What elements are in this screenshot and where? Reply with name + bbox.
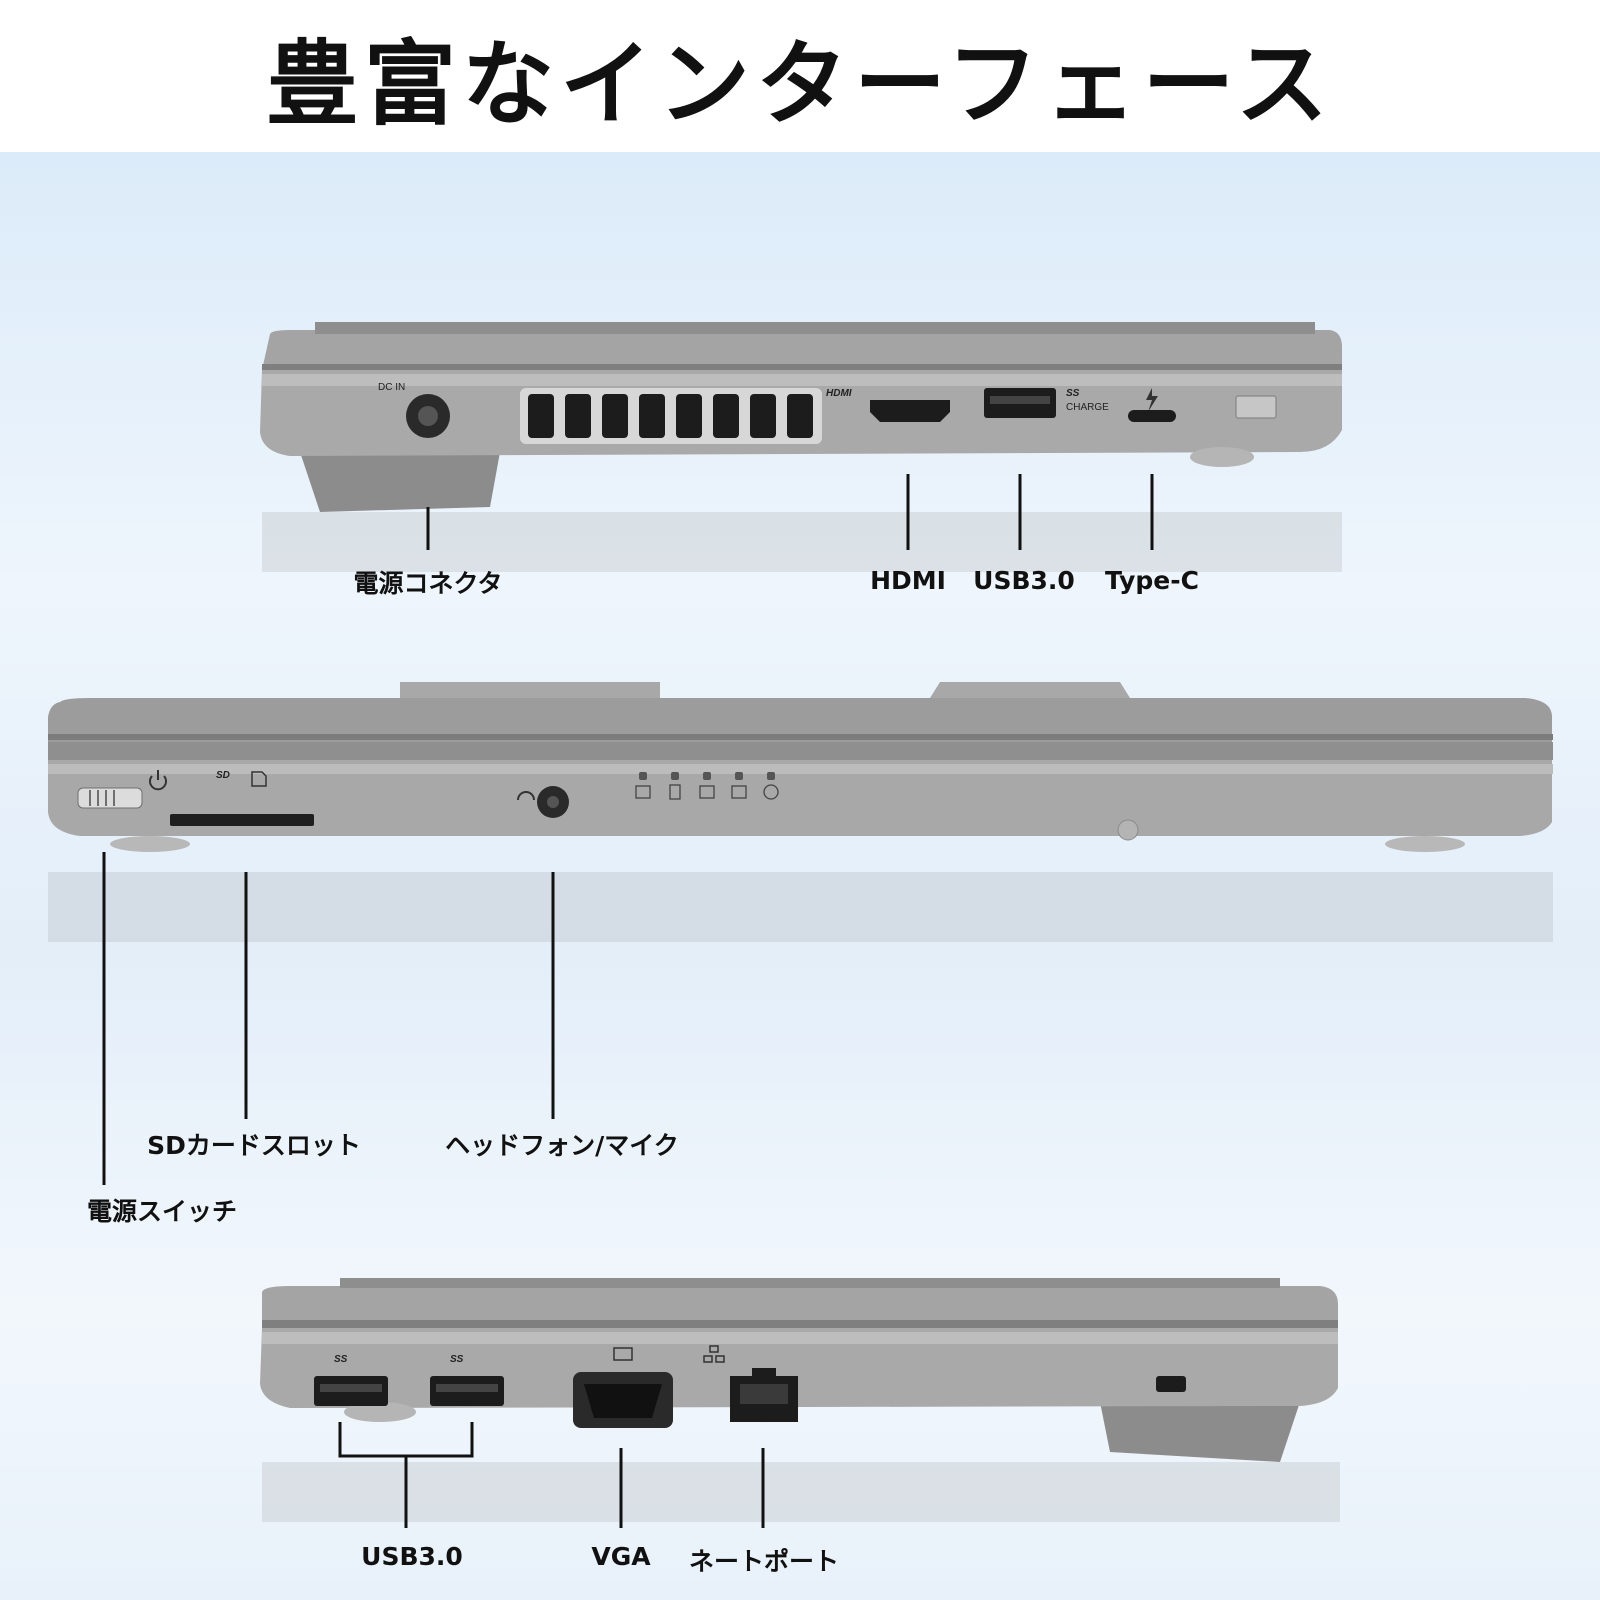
right-side-reflection [262, 512, 1342, 572]
num-lock-icon [731, 785, 747, 799]
usb-ss-logo-2: SS [450, 1354, 464, 1365]
front-laptop-illustration [48, 682, 1553, 1185]
vga-port-icon [584, 1384, 662, 1418]
network-icon [703, 1345, 725, 1363]
label-power-connector: 電源コネクタ [353, 569, 503, 598]
label-sd-slot: SDカードスロット [147, 1131, 361, 1160]
product-stage: DC IN HDMI SS CHARGE 電源コネクタ HDMI USB3.0 … [0, 152, 1600, 1600]
label-typec: Type-C [1105, 566, 1199, 595]
usb-ss-logo-text: SS [1066, 388, 1080, 399]
label-vga: VGA [591, 1542, 651, 1571]
dc-in-text: DC IN [378, 382, 406, 393]
right-side-laptop-illustration [260, 322, 1342, 572]
header: 豊富なインターフェース [0, 0, 1600, 152]
usb-charge-text: CHARGE [1066, 402, 1109, 413]
thunderbolt-icon [1146, 388, 1158, 412]
left-side-view: SS SS USB3.0 VGA ネートポート [0, 1252, 1600, 1600]
led-indicators [639, 772, 775, 780]
usb-port-icon [430, 1376, 504, 1406]
sd-logo-text: SD [216, 770, 230, 781]
label-headphone: ヘッドフォン/マイク [445, 1131, 679, 1160]
sd-card-slot-icon [170, 814, 314, 826]
label-hdmi: HDMI [870, 566, 946, 595]
left-side-laptop-illustration [260, 1278, 1340, 1528]
label-power-switch: 電源スイッチ [86, 1197, 238, 1226]
headphone-icon [517, 791, 535, 801]
usb-port-icon [314, 1376, 388, 1406]
usb-c-port-icon [1128, 410, 1176, 422]
label-lan-port: ネートポート [688, 1547, 840, 1576]
right-side-view: DC IN HDMI SS CHARGE 電源コネクタ HDMI USB3.0 … [0, 152, 1600, 612]
label-usb-bottom: USB3.0 [361, 1542, 463, 1571]
hdmi-port-icon [870, 400, 950, 422]
caps-lock-icon [699, 785, 715, 799]
front-view: SD SDカードスロット ヘッドフォン/マイク 電源スイッチ [0, 672, 1600, 1232]
hdmi-logo-text: HDMI [826, 388, 852, 399]
left-side-reflection [262, 1462, 1340, 1522]
sd-card-icon [251, 771, 267, 787]
power-icon [149, 770, 167, 791]
usb-ss-logo-1: SS [334, 1354, 348, 1365]
front-reflection [48, 872, 1553, 942]
drive-led-icon [763, 784, 779, 800]
page-title: 豊富なインターフェース [266, 30, 1334, 138]
monitor-icon [613, 1347, 633, 1361]
battery-led-icon [669, 784, 681, 800]
label-usb-top: USB3.0 [973, 566, 1075, 595]
sd-led-icon [635, 785, 651, 799]
lan-port-icon [730, 1368, 798, 1422]
